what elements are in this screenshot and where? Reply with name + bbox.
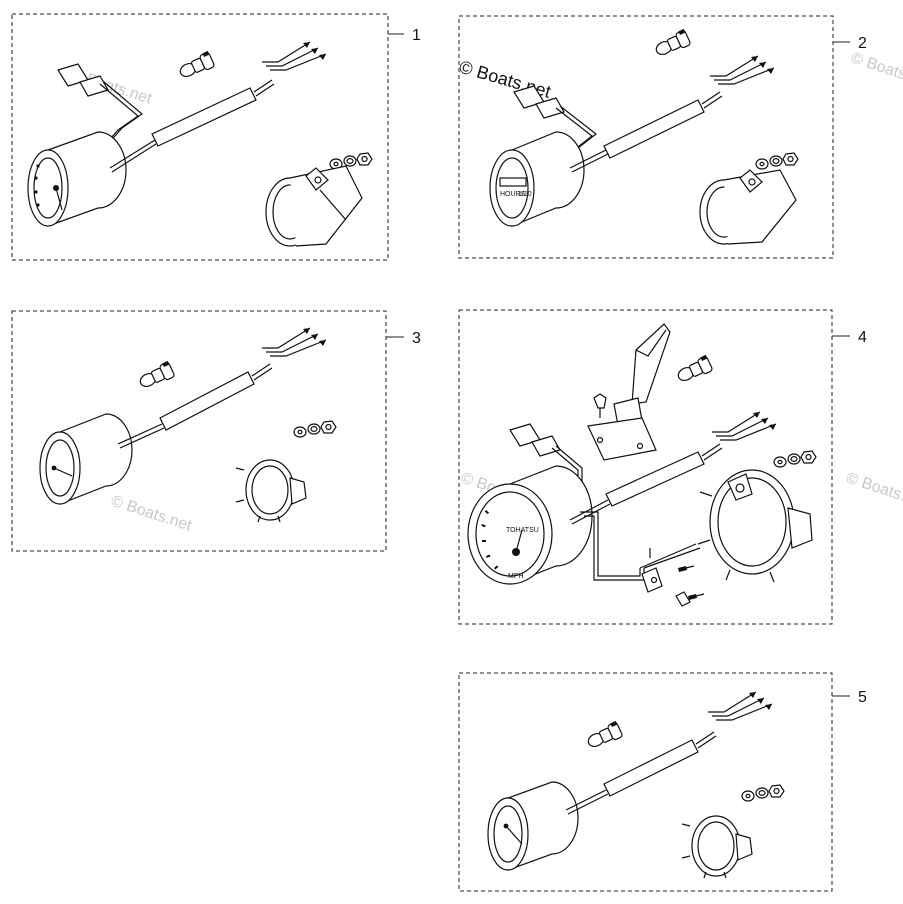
callout-5: 5 <box>858 689 867 706</box>
gauge-tachometer-1 <box>27 131 127 227</box>
washer-nut-set-3 <box>293 420 337 438</box>
assembly-2: 2 © Boats.net HOURS 1/10 <box>457 15 867 259</box>
gauge-5 <box>487 781 579 871</box>
washer-nut-set-2 <box>755 152 799 170</box>
washer-nut-set-5 <box>741 784 785 802</box>
washer-nut-set-1 <box>329 152 373 170</box>
gauge-3 <box>39 413 133 505</box>
callout-3: 3 <box>412 330 421 347</box>
gauge-2-hours-label: HOURS <box>500 191 526 198</box>
mounting-ring-5 <box>681 815 753 879</box>
lamp-bulb-2 <box>652 28 692 60</box>
gauge-2-fraction-label: 1/10 <box>518 191 532 198</box>
mounting-bracket-2 <box>699 169 797 245</box>
callout-2: 2 <box>858 35 867 52</box>
wire-leads-3 <box>261 327 327 357</box>
assembly-5: 5 <box>458 672 867 892</box>
assembly-3: 3 <box>11 310 421 552</box>
watermark-4: © Boats.net <box>844 470 903 512</box>
assembly-5-frame <box>458 672 833 892</box>
gauge-4-unit-label: MPH <box>508 573 524 580</box>
speed-pickup-4 <box>587 323 671 461</box>
wire-leads-4 <box>711 411 777 441</box>
gauge-speedometer-4: TOHATSU MPH <box>467 465 593 585</box>
tube-clip-4 <box>641 567 691 607</box>
wiring-harness-5 <box>565 731 717 815</box>
gauge-4-brand-label: TOHATSU <box>506 527 539 534</box>
wiring-harness-4 <box>569 443 723 525</box>
watermark-2: © Boats.net <box>849 50 903 92</box>
lamp-bulb-1 <box>176 50 216 82</box>
lamp-bulb-4 <box>674 354 714 386</box>
callout-4: 4 <box>858 329 867 346</box>
mounting-ring-3 <box>235 459 307 523</box>
wiring-harness-2 <box>569 91 723 173</box>
connector-plug-2 <box>513 85 597 169</box>
watermark-5: © Boats.net <box>109 493 195 535</box>
mounting-bracket-1 <box>265 165 363 247</box>
wiring-harness-3 <box>117 363 273 449</box>
wire-leads-5 <box>707 691 773 721</box>
washer-nut-set-4 <box>773 450 817 468</box>
wire-leads-1 <box>261 41 327 71</box>
assembly-4: 4 <box>458 309 867 625</box>
screws-4 <box>678 565 705 600</box>
mounting-ring-4 <box>697 469 813 583</box>
callout-1: 1 <box>412 27 421 44</box>
assembly-1-frame <box>11 13 389 261</box>
wire-leads-2 <box>709 55 775 85</box>
assembly-3-frame <box>11 310 387 552</box>
lamp-bulb-5 <box>584 720 624 752</box>
lamp-bulb-3 <box>136 360 176 392</box>
assembly-1: 1 <box>11 13 421 261</box>
wiring-harness-1 <box>109 79 275 173</box>
gauge-hourmeter-2: HOURS 1/10 <box>489 131 585 227</box>
